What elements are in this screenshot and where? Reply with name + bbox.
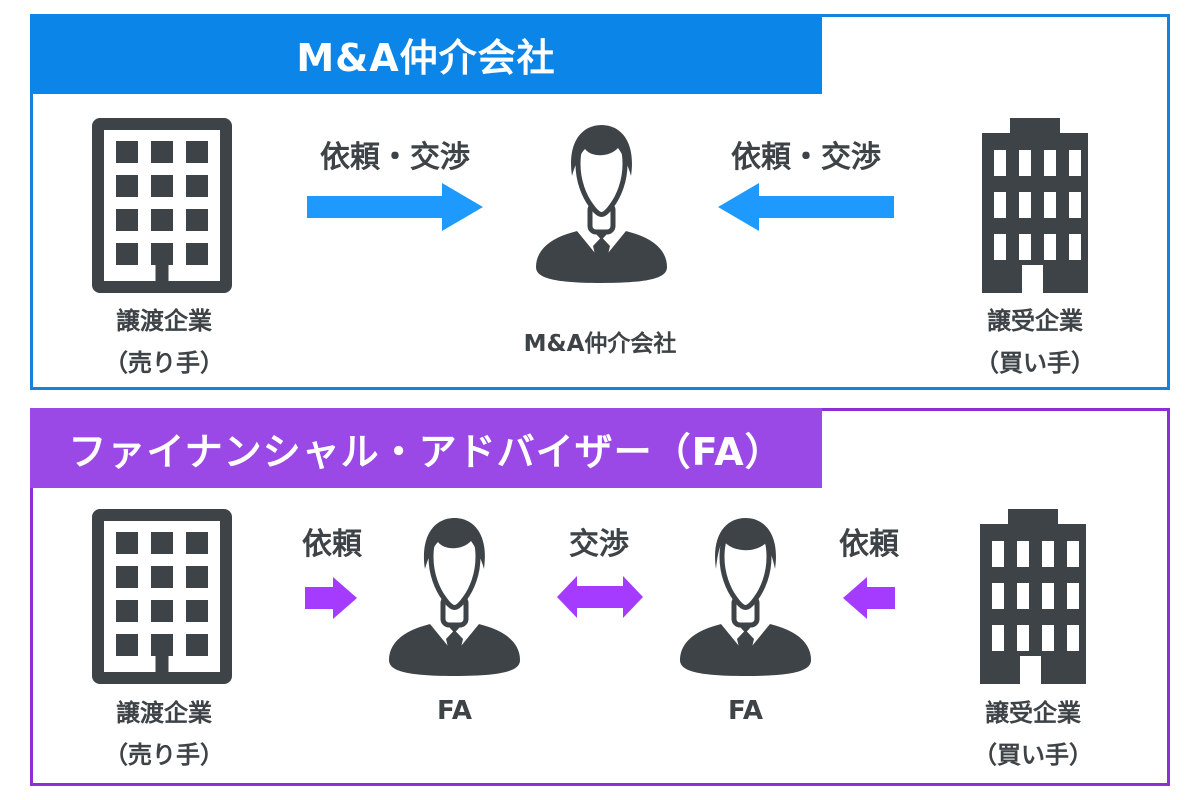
panel-intermediary-header: M&A仲介会社 <box>30 14 822 94</box>
buyer-arrow-label: 依頼・交渉 <box>731 140 881 175</box>
arrow-double-icon <box>557 576 643 618</box>
seller-name-label: 譲渡企業 <box>116 699 212 727</box>
arrow-right-icon <box>307 183 483 231</box>
intermediary-person-icon <box>533 120 670 283</box>
panel-fa: ファイナンシャル・アドバイザー（FA） 譲渡企業 （売り手） 依頼 <box>30 408 1170 786</box>
buyer-name-label: 譲受企業 <box>985 699 1081 727</box>
seller-arrow-label: 依頼 <box>302 527 362 562</box>
center-arrow-label: 交渉 <box>569 527 629 562</box>
fa-seller-label: FA <box>437 696 472 726</box>
arrow-left-icon <box>718 183 894 231</box>
buyer-arrow-label: 依頼 <box>839 527 899 562</box>
arrow-left-icon <box>843 577 895 619</box>
buyer-building-icon <box>980 509 1086 684</box>
buyer-role-label: （買い手） <box>975 349 1095 377</box>
businessman-icon <box>680 518 811 676</box>
seller-building-icon <box>92 509 232 684</box>
seller-building-icon <box>92 118 232 293</box>
building-filled-icon <box>982 118 1088 293</box>
intermediary-name-label: M&A仲介会社 <box>523 331 677 357</box>
panel-fa-header: ファイナンシャル・アドバイザー（FA） <box>30 408 822 488</box>
arrow-right-icon <box>305 577 357 619</box>
buyer-building-icon <box>982 118 1088 293</box>
panel-intermediary-title: M&A仲介会社 <box>296 35 556 80</box>
building-filled-icon <box>980 509 1086 684</box>
businessman-icon <box>536 125 667 283</box>
buyer-role-label: （買い手） <box>973 741 1093 769</box>
seller-name-label: 譲渡企業 <box>116 307 212 335</box>
seller-arrow-label: 依頼・交渉 <box>320 140 470 175</box>
fa-seller-person-icon <box>386 513 523 676</box>
buyer-name-label: 譲受企業 <box>987 307 1083 335</box>
panel-fa-title: ファイナンシャル・アドバイザー（FA） <box>68 429 784 474</box>
building-outline-icon <box>92 118 232 293</box>
seller-role-label: （売り手） <box>104 349 224 377</box>
businessman-icon <box>389 518 520 676</box>
panel-intermediary: M&A仲介会社 譲渡企業 （売り手） 依頼・交渉 <box>30 14 1170 390</box>
building-outline-icon <box>92 509 232 684</box>
fa-buyer-label: FA <box>728 696 763 726</box>
seller-role-label: （売り手） <box>104 741 224 769</box>
fa-buyer-person-icon <box>677 513 814 676</box>
